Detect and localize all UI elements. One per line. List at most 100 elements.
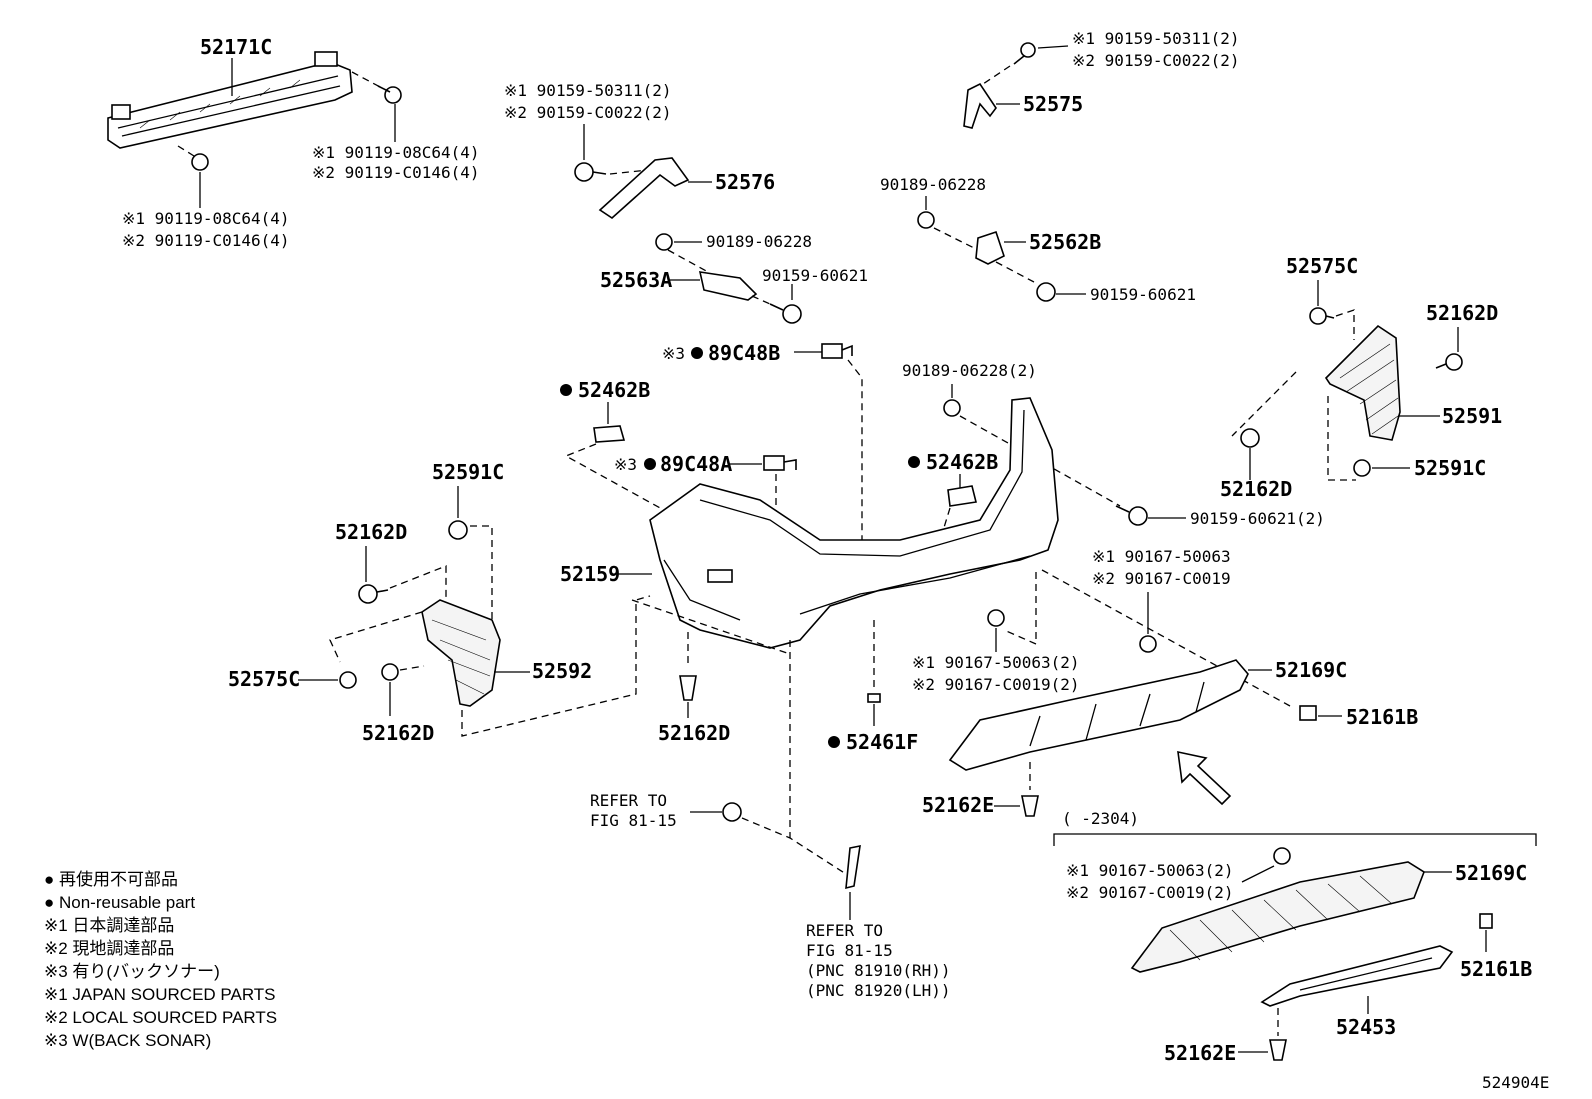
label-52162D-left-2: 52162D [362,721,434,745]
legend: ● 再使用不可部品 ● Non-reusable part ※1 日本調達部品 … [44,869,277,1050]
label-52575C-right: 52575C [1286,254,1358,278]
label-52453: 52453 [1336,1015,1396,1039]
label-52162D-left-1: 52162D [335,520,407,544]
refer-bottom-line3: (PNC 81910(RH)) [806,961,951,980]
bracket-52575 [963,82,997,129]
label-52162E-variant: 52162E [1164,1041,1236,1065]
fastener-f11b: ※2 90167-C0019 [1092,569,1231,588]
non-reusable-dot-icon [644,458,656,470]
clip-icon [655,233,673,251]
bolt-icon [769,303,802,324]
label-52575C-left: 52575C [228,667,300,691]
label-52169C-main: 52169C [1275,658,1347,682]
diffuser-52169C-variant [1130,861,1425,973]
refer-left-line1: REFER TO [590,791,667,810]
clip-icon [448,520,468,540]
pad-52462B-left [593,425,626,443]
fastener-f5: 90189-06228 [706,232,812,251]
diffuser-52169C [948,659,1249,771]
label-52592: 52592 [532,659,592,683]
fastener-f4a: ※1 90159-50311(2) [1072,29,1240,48]
non-reusable-dot-icon [560,384,572,396]
label-52171C: 52171C [200,35,272,59]
mark-89C48A: ※3 [614,455,637,474]
label-52161B-variant: 52161B [1460,957,1532,981]
sensor-retainer-89C48B [821,343,853,359]
clip-icon [381,663,399,681]
fastener-f2a: ※1 90119-08C64(4) [312,143,480,162]
non-reusable-dot-icon [828,736,840,748]
legend-line-6: ※1 JAPAN SOURCED PARTS [44,985,276,1004]
refer-bottom-line4: (PNC 81920(LH)) [806,981,951,1000]
fastener-f13a: ※1 90167-50063(2) [1066,861,1234,880]
clip-icon [339,671,357,689]
label-52462B-right: 52462B [926,450,998,474]
label-52159: 52159 [560,562,620,586]
screw-icon [1013,42,1036,65]
bracket-52562B [975,230,1005,265]
fastener-f4b: ※2 90159-C0022(2) [1072,51,1240,70]
label-52169C-variant: 52169C [1455,861,1527,885]
range-label: ( -2304) [1062,809,1139,828]
clip-icon [1479,913,1493,929]
legend-line-4: ※2 現地調達部品 [44,939,174,958]
garnish-52591 [1324,324,1401,441]
clip-icon [1240,428,1260,448]
bracket-52576 [598,157,690,220]
bumper-cover-52159 [649,397,1059,649]
label-52563A: 52563A [600,268,672,292]
label-52591C-left: 52591C [432,460,504,484]
clip-icon [1273,847,1291,865]
label-52462B-left: 52462B [578,378,650,402]
reinforcement-52171C [107,51,353,149]
fastener-f13b: ※2 90167-C0019(2) [1066,883,1234,902]
legend-line-3: ※1 日本調達部品 [44,916,174,935]
fastener-f9: 90189-06228(2) [902,361,1037,380]
non-reusable-dot-icon [908,456,920,468]
tape-52461F [867,693,881,703]
legend-line-1: ● 再使用不可部品 [44,869,178,889]
clip-icon [1435,353,1463,371]
reflector-bracket [845,844,861,890]
bolt-icon [377,85,402,104]
bolt-icon [191,153,209,171]
label-52591C-right: 52591C [1414,456,1486,480]
clip-icon [917,211,935,229]
fastener-f11a: ※1 90167-50063 [1092,547,1231,566]
label-52162D-center: 52162D [658,721,730,745]
label-52161B-main: 52161B [1346,705,1418,729]
clip-icon [1269,1039,1287,1061]
label-52591: 52591 [1442,404,1502,428]
legend-line-7: ※2 LOCAL SOURCED PARTS [44,1008,277,1027]
pad-52462B-right [947,485,977,507]
fastener-f1b: ※2 90119-C0146(4) [122,231,290,250]
clip-icon [1309,307,1335,325]
clip-icon [943,399,961,417]
clip-icon [1299,705,1317,721]
fastener-f8: 90159-60621 [1090,285,1196,304]
label-52575: 52575 [1023,92,1083,116]
label-52562B: 52562B [1029,230,1101,254]
garnish-52592 [421,599,501,707]
bracket-52563A [698,271,758,301]
clip-icon [1021,795,1039,817]
label-52162E-main: 52162E [922,793,994,817]
clip-icon [679,675,697,701]
refer-left-line2: FIG 81-15 [590,811,677,830]
clip-icon [1353,459,1371,477]
clip-icon [1139,635,1157,653]
label-52576: 52576 [715,170,775,194]
legend-line-2: ● Non-reusable part [44,893,195,912]
garnish-52453 [1260,945,1454,1007]
fastener-f3a: ※1 90159-50311(2) [504,81,672,100]
bolt-icon [1036,282,1056,302]
fastener-f10: 90159-60621(2) [1190,509,1325,528]
fastener-f6: 90159-60621 [762,266,868,285]
label-89C48B: 89C48B [708,341,780,365]
diagram-id: 524904E [1482,1073,1549,1092]
label-52162D-right-1: 52162D [1426,301,1498,325]
bolt-icon [574,162,607,182]
fastener-f12a: ※1 90167-50063(2) [912,653,1080,672]
bolt-icon [1115,505,1148,526]
